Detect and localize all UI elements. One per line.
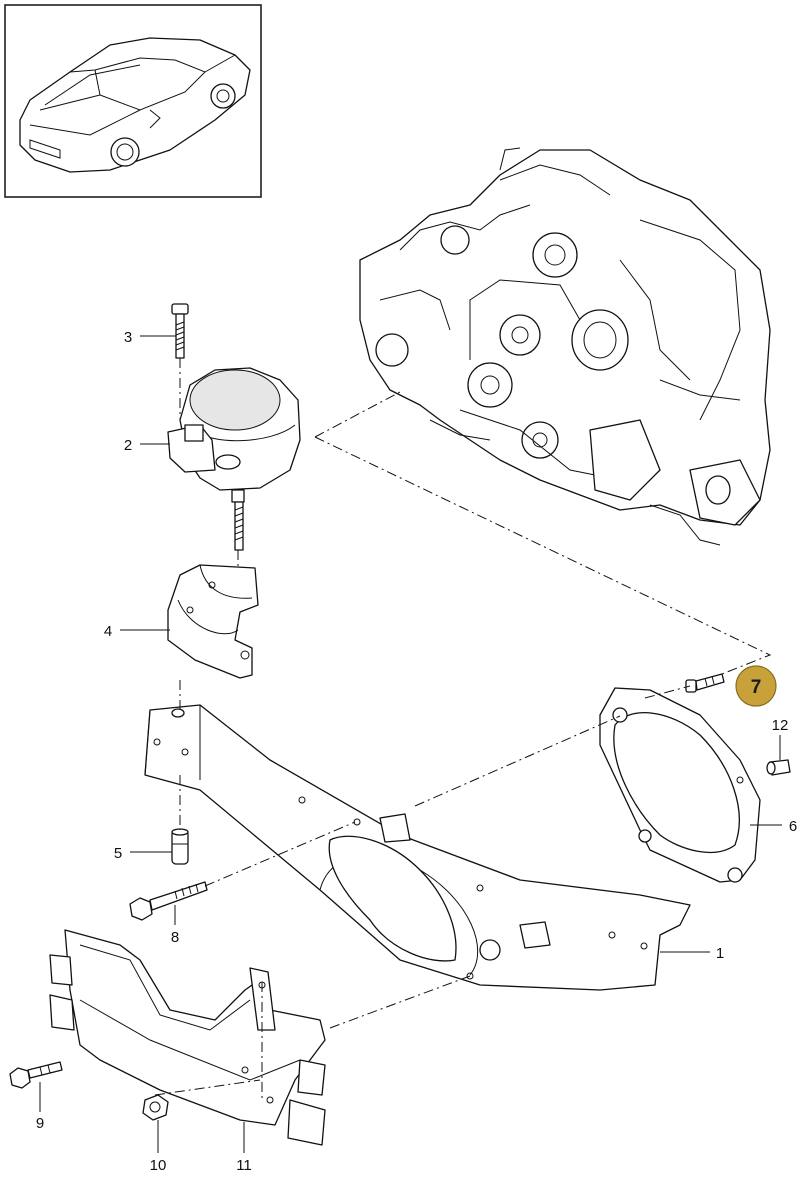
part-7-small-bolt: [685, 673, 725, 693]
callout-12: 12: [772, 717, 789, 734]
part-6-mount-ring: [599, 687, 761, 883]
callout-3: 3: [124, 329, 132, 346]
highlight-callout-7[interactable]: 7: [735, 665, 777, 707]
part-4-mount-bracket: [167, 564, 259, 679]
engine-assembly: [359, 147, 771, 546]
part-8-long-bolt: [129, 881, 208, 921]
leader-lines: [39, 335, 782, 1153]
part-1-crossmember: [144, 704, 691, 991]
part-3-bolt: [171, 303, 189, 359]
part-5-sleeve: [171, 828, 189, 865]
callout-5: 5: [114, 845, 122, 862]
callout-7[interactable]: 7: [751, 677, 762, 698]
assembly-lines: [154, 358, 772, 1100]
car-thumbnail: [4, 4, 262, 198]
callout-1: 1: [716, 945, 724, 962]
part-2-engine-mount: [167, 367, 301, 551]
callout-8: 8: [171, 929, 179, 946]
part-10-nut: [142, 1094, 169, 1121]
callout-6: 6: [789, 818, 797, 835]
part-12-bushing: [766, 759, 791, 776]
highlight-circle[interactable]: [735, 665, 777, 707]
callout-11: 11: [236, 1157, 252, 1174]
callout-10: 10: [150, 1157, 167, 1174]
callout-9: 9: [36, 1115, 44, 1132]
part-11-guard-plate: [49, 929, 326, 1146]
callout-4: 4: [104, 623, 112, 640]
callout-2: 2: [124, 437, 132, 454]
part-9-bolt: [9, 1061, 63, 1089]
